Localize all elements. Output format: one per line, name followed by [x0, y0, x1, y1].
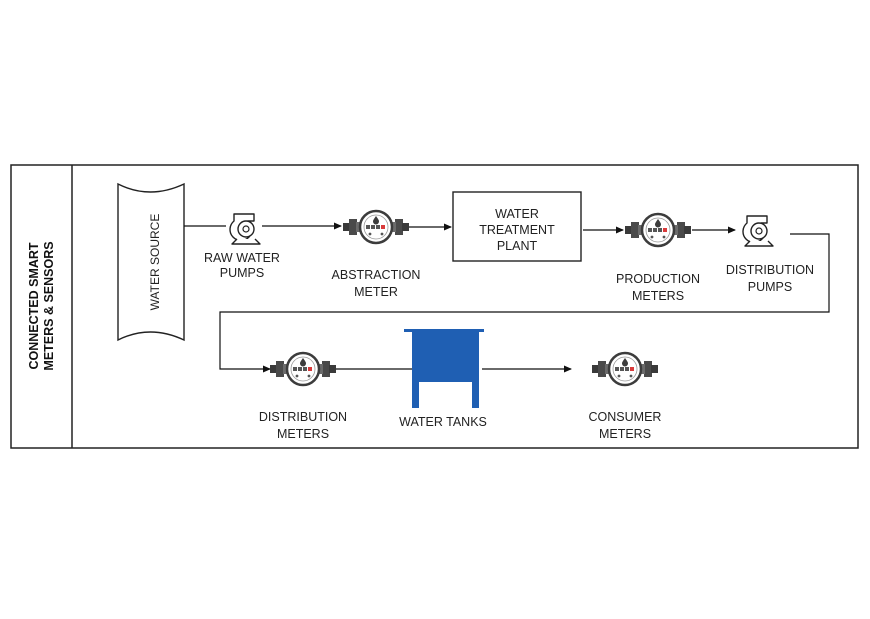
pump-icon [742, 215, 774, 247]
water-meter-icon [341, 209, 411, 245]
distribution-pumps-label-1: DISTRIBUTION [726, 263, 814, 277]
production-meters-label-1: PRODUCTION [616, 272, 700, 286]
consumer-meters-label-1: CONSUMER [589, 410, 662, 424]
treatment-plant-label-3: PLANT [497, 239, 538, 253]
treatment-plant-box [452, 191, 582, 262]
water-source-label: WATER SOURCE [148, 214, 162, 311]
distribution-meters-label-2: METERS [277, 427, 329, 441]
raw-water-pumps-label-1: RAW WATER [204, 251, 280, 265]
outer-frame [10, 164, 859, 449]
consumer-meters-label-2: METERS [599, 427, 651, 441]
abstraction-meter-label-1: ABSTRACTION [332, 268, 421, 282]
production-meters-label-2: METERS [632, 289, 684, 303]
distribution-pumps-label-2: PUMPS [748, 280, 792, 294]
connector-dpump-loop [219, 233, 830, 373]
treatment-plant-label-1: WATER [495, 207, 539, 221]
treatment-plant-label-2: TREATMENT [479, 223, 555, 237]
pump-icon [229, 213, 261, 245]
raw-water-pumps-label-2: PUMPS [220, 266, 264, 280]
water-meter-icon [590, 351, 660, 387]
side-title: CONNECTED SMART METERS & SENSORS [27, 241, 56, 370]
side-title-line2: METERS & SENSORS [42, 241, 56, 370]
side-title-line1: CONNECTED SMART [27, 242, 41, 369]
abstraction-meter-label-2: METER [354, 285, 398, 299]
distribution-meters-label-1: DISTRIBUTION [259, 410, 347, 424]
water-tank-icon [404, 329, 484, 408]
water-meter-icon [623, 212, 693, 248]
water-tanks-label: WATER TANKS [399, 415, 487, 429]
water-meter-icon [268, 351, 338, 387]
water-source-shape [117, 182, 185, 342]
